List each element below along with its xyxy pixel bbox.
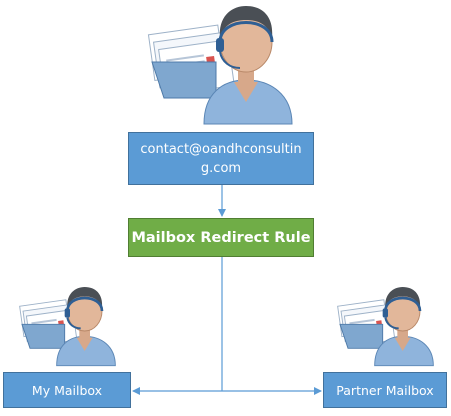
user-with-mail-icon <box>147 6 293 125</box>
source-address-label: contact@oandhconsulting.com <box>140 141 302 176</box>
user-with-mail-icon <box>337 287 434 367</box>
my-mailbox-box: My Mailbox <box>3 372 131 408</box>
partner-mailbox-label: Partner Mailbox <box>336 382 434 398</box>
redirect-rule-box: Mailbox Redirect Rule <box>128 218 314 257</box>
source-address-box: contact@oandhconsulting.com <box>128 132 314 185</box>
my-mailbox-label: My Mailbox <box>31 382 103 398</box>
redirect-rule-label: Mailbox Redirect Rule <box>131 229 311 246</box>
user-with-mail-icon <box>19 287 116 367</box>
partner-mailbox-box: Partner Mailbox <box>323 372 447 408</box>
